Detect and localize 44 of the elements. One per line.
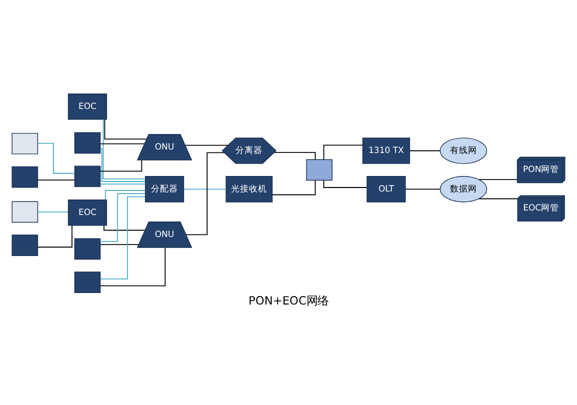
connector bbox=[37, 142, 76, 174]
connector bbox=[102, 119, 146, 180]
node-box bbox=[74, 132, 101, 154]
connector bbox=[100, 196, 146, 280]
caption: PON+EOC网络 bbox=[248, 294, 328, 308]
connector bbox=[409, 150, 440, 152]
connector bbox=[104, 225, 146, 231]
connector bbox=[100, 160, 142, 172]
connector bbox=[274, 152, 316, 160]
connector bbox=[186, 152, 225, 236]
node-box: 1310 TX bbox=[362, 138, 410, 164]
connector bbox=[100, 193, 146, 242]
connector bbox=[184, 144, 228, 146]
node-box: 光接收机 bbox=[226, 176, 273, 202]
connector bbox=[100, 247, 166, 286]
connector bbox=[104, 119, 148, 140]
node-box: OLT bbox=[366, 176, 406, 202]
node-box: EOC bbox=[68, 199, 108, 226]
connector bbox=[100, 143, 145, 144]
node-box bbox=[12, 234, 38, 256]
connector bbox=[405, 188, 440, 190]
connector bbox=[478, 198, 518, 200]
node-ellipse: 数据网 bbox=[440, 176, 488, 202]
node-ellipse: 有线网 bbox=[440, 138, 488, 164]
connector bbox=[323, 180, 368, 188]
node-box bbox=[12, 166, 38, 188]
connector bbox=[183, 188, 226, 190]
node-box bbox=[74, 238, 101, 260]
connector bbox=[100, 148, 146, 182]
node-box: 分配器 bbox=[144, 176, 184, 202]
node-box: EOC bbox=[68, 94, 108, 120]
node-box bbox=[12, 201, 38, 223]
connector bbox=[100, 244, 140, 245]
connector bbox=[37, 211, 69, 212]
node-box bbox=[74, 166, 101, 188]
connector bbox=[37, 225, 72, 248]
node-box bbox=[306, 159, 332, 181]
connector bbox=[100, 184, 146, 185]
connector bbox=[323, 144, 364, 160]
node-box bbox=[12, 132, 38, 154]
connector bbox=[104, 190, 146, 200]
node-box bbox=[74, 272, 101, 294]
connector bbox=[272, 180, 316, 196]
connector bbox=[478, 179, 518, 180]
